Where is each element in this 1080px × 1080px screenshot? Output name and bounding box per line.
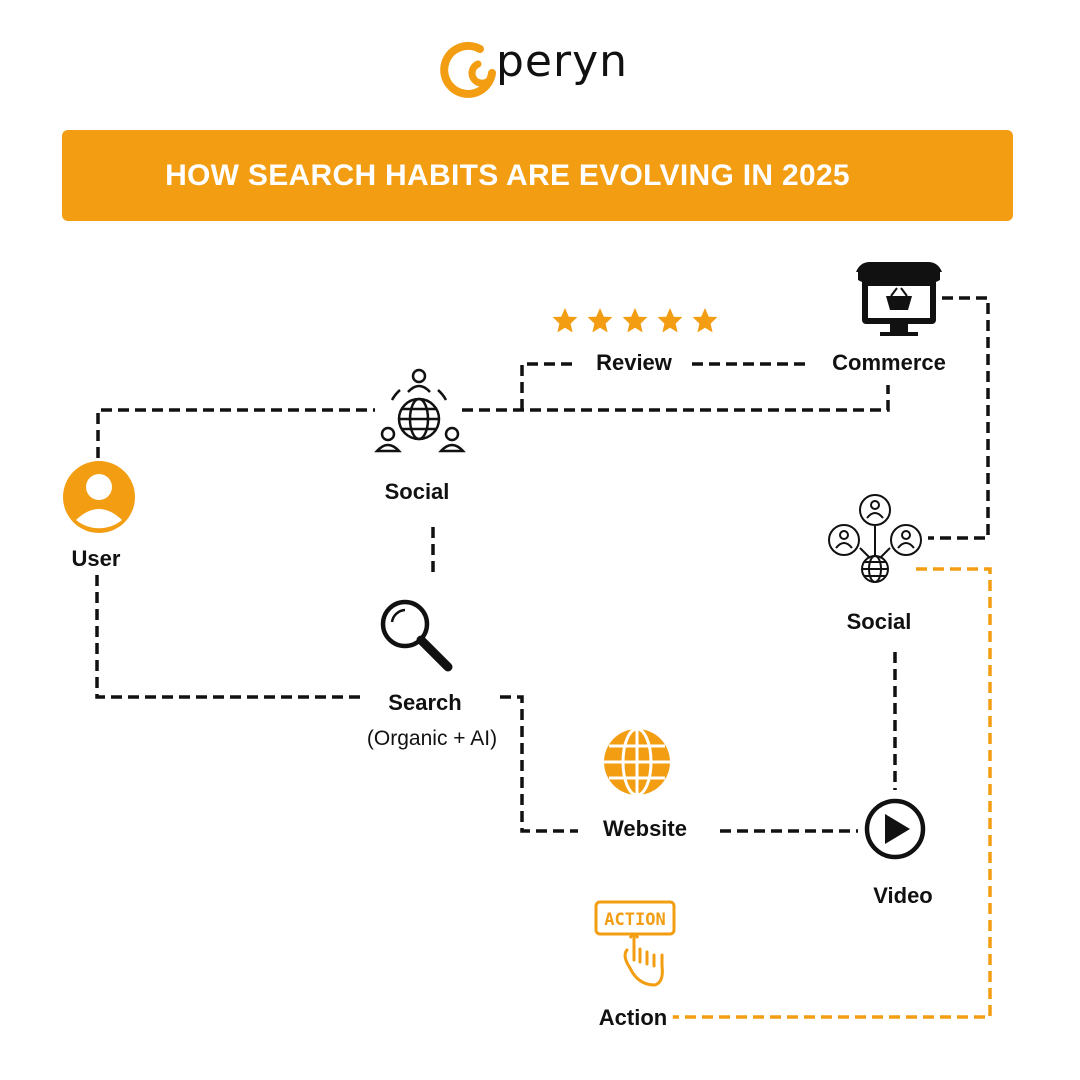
node-search-sublabel: (Organic + AI) <box>366 727 498 750</box>
node-website-label: Website <box>597 816 693 842</box>
node-search-label: Search <box>382 690 468 716</box>
node-action-label: Action <box>592 1005 674 1031</box>
storefront-monitor-icon <box>856 262 942 336</box>
global-community-icon <box>374 368 466 453</box>
action-button-icon: ACTION <box>594 900 676 987</box>
globe-icon <box>604 727 670 797</box>
connector-to-review <box>520 362 578 410</box>
banner-title: HOW SEARCH HABITS ARE EVOLVING IN 2025 <box>165 158 850 192</box>
action-icon-text: ACTION <box>604 910 665 930</box>
peryn-logo: peryn <box>440 36 650 106</box>
magnifier-icon <box>380 599 453 672</box>
user-avatar-icon <box>63 461 135 533</box>
node-social-right-label: Social <box>840 609 918 635</box>
title-banner: HOW SEARCH HABITS ARE EVOLVING IN 2025 <box>62 130 1013 221</box>
connector-commerce-social <box>928 296 990 540</box>
node-commerce-label: Commerce <box>826 350 952 376</box>
connector-social-action <box>672 567 992 1019</box>
connector-user-social <box>96 408 375 458</box>
node-video-label: Video <box>867 883 939 909</box>
connector-user-search <box>95 575 365 699</box>
node-social-top-label: Social <box>378 479 456 505</box>
node-review-label: Review <box>590 350 678 376</box>
social-network-icon <box>828 494 922 583</box>
five-stars-icon <box>552 308 718 333</box>
connector-social-commerce <box>462 385 890 412</box>
peryn-swirl-icon <box>440 41 496 98</box>
connector-search-website <box>500 695 578 833</box>
play-button-icon <box>864 798 926 860</box>
node-user-label: User <box>65 546 127 572</box>
brand-name: peryn <box>496 36 629 87</box>
